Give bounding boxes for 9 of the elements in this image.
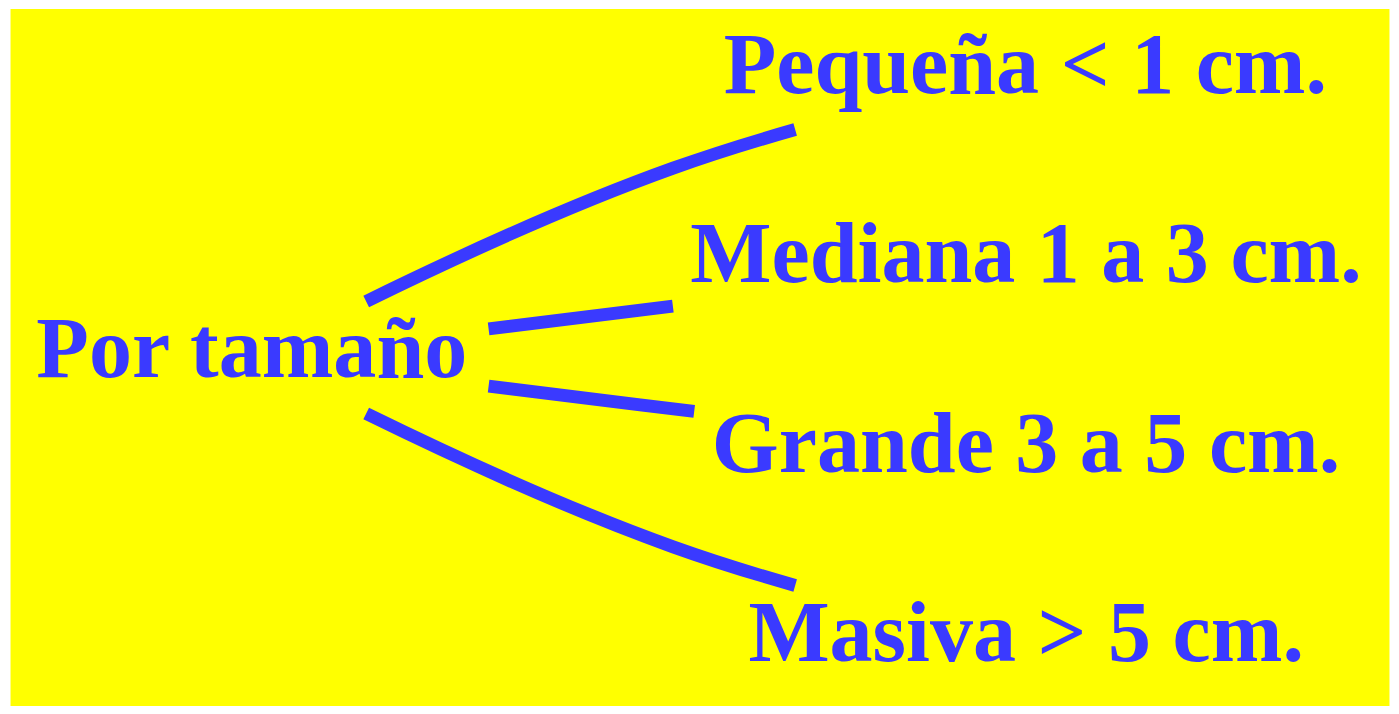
connector: [487, 379, 695, 418]
node-text: Masiva > 5 cm.: [747, 583, 1304, 680]
connector: [487, 299, 674, 335]
node-text: Pequeña < 1 cm.: [723, 15, 1327, 112]
node-text: Grande 3 a 5 cm.: [711, 394, 1340, 491]
node-text: Por tamaño: [35, 299, 467, 396]
node-text: Mediana 1 a 3 cm.: [689, 204, 1362, 301]
connector: [362, 122, 797, 307]
connector: [362, 407, 797, 592]
